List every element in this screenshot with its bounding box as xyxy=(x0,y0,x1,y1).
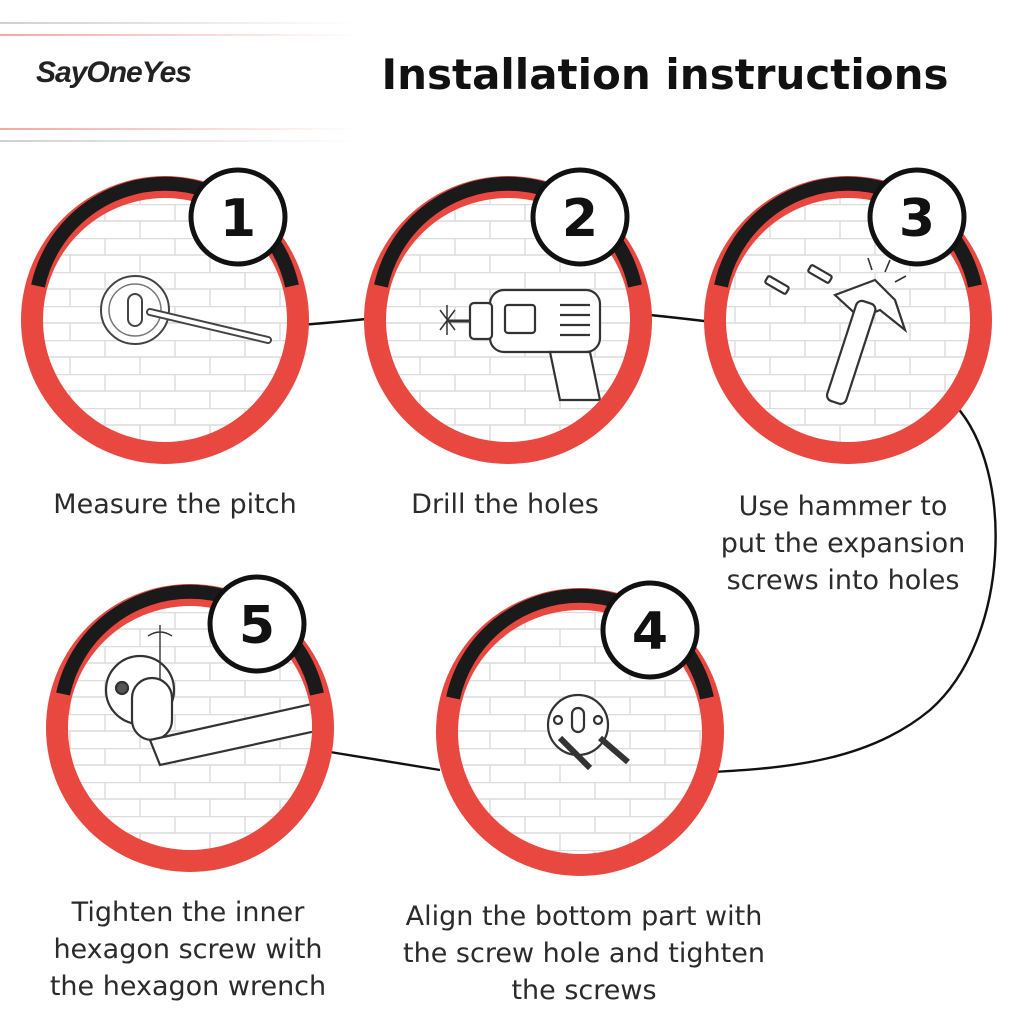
step-5-caption: Tighten the inner hexagon screw with the… xyxy=(49,897,327,1002)
step-3-number: 3 xyxy=(899,189,935,249)
header-rule-top-red xyxy=(0,34,360,36)
step-2-caption: Drill the holes xyxy=(411,489,599,520)
page-title: Installation instructions xyxy=(381,50,949,99)
step-3-badge: 3 xyxy=(867,167,967,267)
connector-3-4 xyxy=(711,404,997,774)
step-5-number: 5 xyxy=(239,596,275,656)
step-1-number: 1 xyxy=(220,189,256,249)
hammer-icon xyxy=(764,257,908,405)
step-1-caption: Measure the pitch xyxy=(53,489,297,520)
step-5-badge: 5 xyxy=(207,574,307,674)
wall-bracket-icon xyxy=(546,693,630,771)
step-3-caption: Use hammer to put the expansion screws i… xyxy=(720,491,966,596)
towel-bar-icon xyxy=(104,625,312,767)
header-rule-bottom-gray xyxy=(0,140,360,142)
step-badges: 1 2 3 4 5 xyxy=(188,167,967,680)
step-4-number: 4 xyxy=(632,602,668,662)
brand-logo: SayOneYes xyxy=(36,56,192,89)
header-rule-bottom-red xyxy=(0,128,360,130)
step-1-badge: 1 xyxy=(188,167,288,267)
drill-icon xyxy=(439,288,602,402)
connector-4-5 xyxy=(329,750,441,772)
step-4-caption: Align the bottom part with the screw hol… xyxy=(403,901,765,1006)
step-2-badge: 2 xyxy=(530,167,630,267)
measure-tape-icon xyxy=(100,275,272,345)
connector-1-2 xyxy=(299,316,376,327)
step-4-badge: 4 xyxy=(600,580,700,680)
header-rule-top-gray xyxy=(0,22,360,24)
step-2-number: 2 xyxy=(562,189,598,249)
